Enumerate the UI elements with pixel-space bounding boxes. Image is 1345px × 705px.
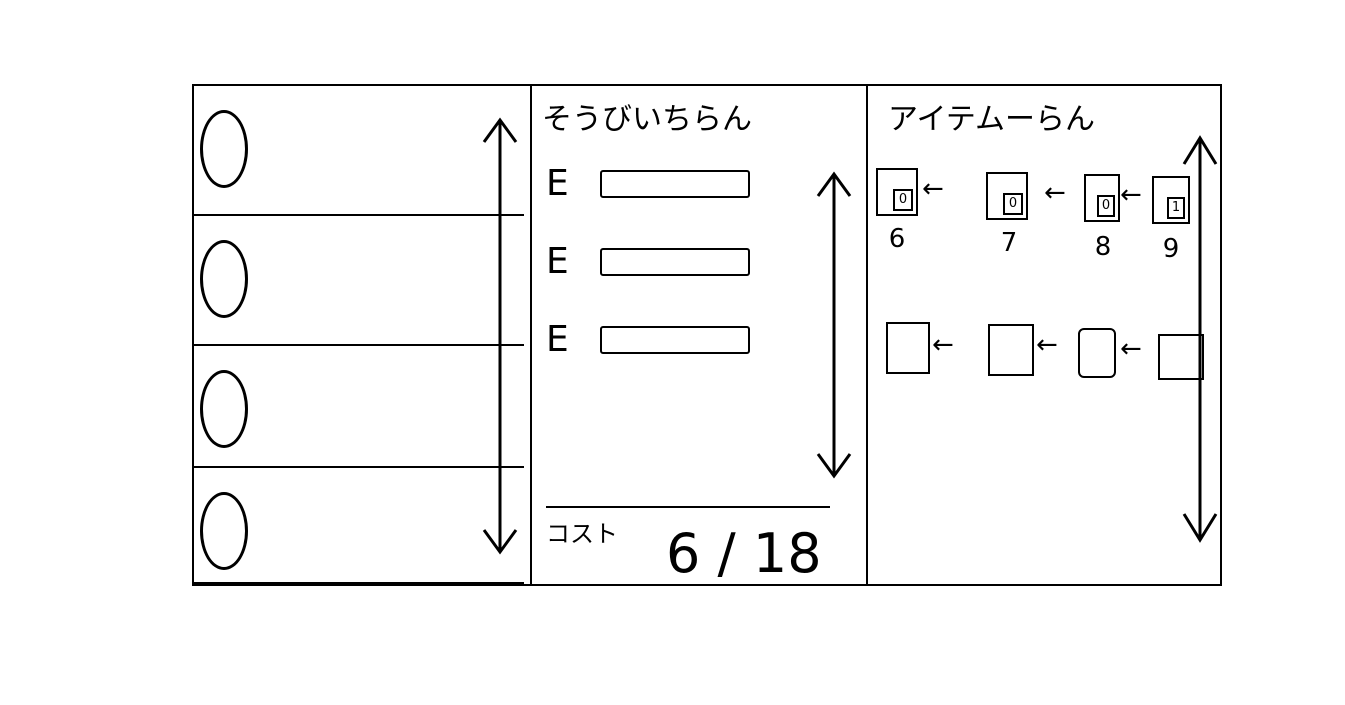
arrow-left-icon: ← xyxy=(1120,334,1142,364)
equipment-panel: そうびいちらん E E E コスト 6 / 18 xyxy=(532,86,868,585)
equipment-slot[interactable]: E xyxy=(546,164,786,204)
item-panel: アイテムーらん 0 ← 0 ← 0 ← 1 6 7 8 9 ← ← ← xyxy=(868,86,1220,584)
equip-bar xyxy=(600,326,750,354)
item-scroll-arrow[interactable] xyxy=(1178,130,1222,550)
slot-row[interactable] xyxy=(194,216,524,346)
slot-row[interactable] xyxy=(194,468,524,584)
arrow-left-icon: ← xyxy=(932,330,954,360)
item-number: 9 xyxy=(1162,234,1180,264)
slot-circle-icon[interactable] xyxy=(200,370,248,448)
equip-bar xyxy=(600,170,750,198)
item-inner-box: 0 xyxy=(893,189,913,211)
item-slot[interactable] xyxy=(1158,334,1204,380)
equipment-slot[interactable]: E xyxy=(546,242,786,282)
equipment-scroll-arrow[interactable] xyxy=(814,166,854,486)
main-window: そうびいちらん E E E コスト 6 / 18 アイテムーらん 0 ← 0 xyxy=(192,84,1222,586)
cost-label: コスト xyxy=(546,520,618,548)
equip-letter: E xyxy=(546,319,569,360)
item-slot[interactable]: 1 xyxy=(1152,176,1190,224)
slot-circle-icon[interactable] xyxy=(200,110,248,188)
arrow-left-icon: ← xyxy=(1036,330,1058,360)
arrow-left-icon: ← xyxy=(1120,180,1142,210)
item-slot[interactable] xyxy=(988,324,1034,376)
equip-bar xyxy=(600,248,750,276)
slot-row[interactable] xyxy=(194,86,524,216)
equip-letter: E xyxy=(546,241,569,282)
cost-value: 6 / 18 xyxy=(666,522,822,585)
item-slot[interactable] xyxy=(886,322,930,374)
item-inner-box: 0 xyxy=(1097,195,1115,217)
item-slot[interactable] xyxy=(1078,328,1116,378)
item-inner-box: 1 xyxy=(1167,197,1185,219)
item-number: 6 xyxy=(888,224,906,254)
slot-panel xyxy=(194,86,532,584)
item-slot[interactable]: 0 xyxy=(876,168,918,216)
equipment-title: そうびいちらん xyxy=(542,102,752,137)
equip-letter: E xyxy=(546,163,569,204)
slot-row[interactable] xyxy=(194,346,524,468)
item-inner-box: 0 xyxy=(1003,193,1023,215)
item-number: 7 xyxy=(1000,228,1018,258)
arrow-left-icon: ← xyxy=(1044,178,1066,208)
item-number: 8 xyxy=(1094,232,1112,262)
item-slot[interactable]: 0 xyxy=(1084,174,1120,222)
equipment-slot[interactable]: E xyxy=(546,320,786,360)
slot-circle-icon[interactable] xyxy=(200,492,248,570)
item-slot[interactable]: 0 xyxy=(986,172,1028,220)
arrow-left-icon: ← xyxy=(922,174,944,204)
item-list-title: アイテムーらん xyxy=(888,102,1095,137)
slot-scroll-arrow[interactable] xyxy=(480,112,520,562)
cost-display: コスト 6 / 18 xyxy=(546,506,830,585)
slot-circle-icon[interactable] xyxy=(200,240,248,318)
